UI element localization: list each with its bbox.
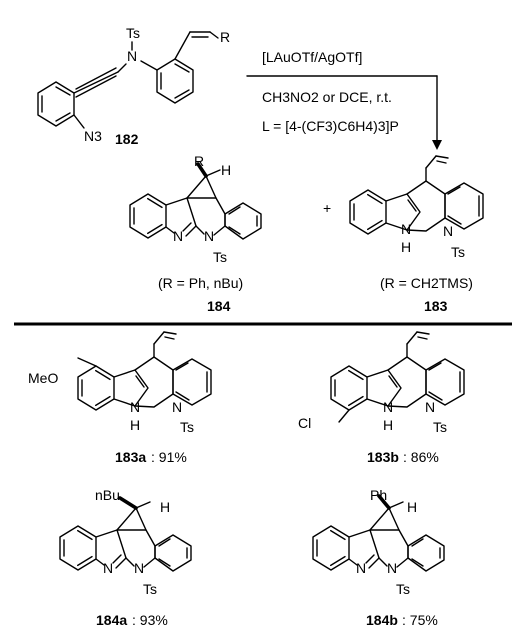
r-label: R <box>220 29 230 45</box>
h-label-184: H <box>221 162 231 178</box>
yield-183a: 183a : 91% <box>115 449 187 465</box>
ts-label-184a: Ts <box>143 581 157 597</box>
n-ts-label-183: N <box>443 223 453 239</box>
product-184 <box>129 162 262 240</box>
reaction-arrow <box>246 75 442 150</box>
plus-sign: + <box>323 200 331 216</box>
condition-183: (R = CH2TMS) <box>380 275 473 291</box>
nh-h-label-183b: H <box>383 417 393 433</box>
n-ts-label-184a: N <box>134 560 144 576</box>
compound-183b: 183b <box>367 449 399 465</box>
compound-182: 182 <box>115 131 139 147</box>
ts-label-184b: Ts <box>396 581 410 597</box>
yield-184b: 184b : 75% <box>366 612 438 628</box>
nh-h-label-183a: H <box>130 417 140 433</box>
starting-material-182 <box>37 31 219 129</box>
compound-184: 184 <box>207 298 231 314</box>
h-label-184b: H <box>407 499 417 515</box>
compound-184b: 184b <box>366 612 398 628</box>
reagent-catalyst: [LAuOTf/AgOTf] <box>262 49 362 65</box>
nh-n-label-183b: N <box>383 399 393 415</box>
azide-label: N3 <box>84 128 102 144</box>
ts-label-184: Ts <box>213 249 227 265</box>
nh-h-label-183: H <box>401 239 411 255</box>
n-ts-label-183b: N <box>425 399 435 415</box>
yield-value-184b: : 75% <box>402 612 438 628</box>
yield-value-183a: : 91% <box>151 449 187 465</box>
ts-label: Ts <box>126 25 140 41</box>
example-184a <box>59 496 192 572</box>
n-ring-label-184: N <box>173 228 183 244</box>
substituent-184b: Ph <box>370 487 387 503</box>
example-183b <box>330 331 465 423</box>
yield-value-184a: : 93% <box>132 612 168 628</box>
n-ring-label-184b: N <box>356 560 366 576</box>
compound-183a: 183a <box>115 449 146 465</box>
n-ts-label-184b: N <box>387 560 397 576</box>
example-184b <box>312 494 445 572</box>
h-label-184a: H <box>160 499 170 515</box>
condition-184: (R = Ph, nBu) <box>158 275 243 291</box>
reagent-solvent: CH3NO2 or DCE, r.t. <box>262 89 392 105</box>
substituent-183a: MeO <box>28 370 58 386</box>
example-183a <box>77 331 212 411</box>
nh-n-label-183a: N <box>130 399 140 415</box>
substituent-184a: nBu <box>95 487 120 503</box>
r-label-184: R <box>194 153 204 169</box>
n-ring-label-184a: N <box>103 560 113 576</box>
ts-label-183b: Ts <box>433 419 447 435</box>
yield-184a: 184a : 93% <box>96 612 168 628</box>
reagent-ligand: L = [4-(CF3)C6H4)3]P <box>262 118 399 134</box>
n-ts-label-183a: N <box>172 399 182 415</box>
ts-label-183: Ts <box>451 244 465 260</box>
n-ts-label-184: N <box>204 228 214 244</box>
ts-label-183a: Ts <box>180 419 194 435</box>
compound-183: 183 <box>424 298 448 314</box>
yield-value-183b: : 86% <box>403 449 439 465</box>
nh-n-label-183: N <box>401 221 411 237</box>
product-183 <box>349 155 484 235</box>
n-label: N <box>127 48 137 64</box>
compound-184a: 184a <box>96 612 127 628</box>
substituent-183b: Cl <box>298 415 311 431</box>
yield-183b: 183b : 86% <box>367 449 439 465</box>
